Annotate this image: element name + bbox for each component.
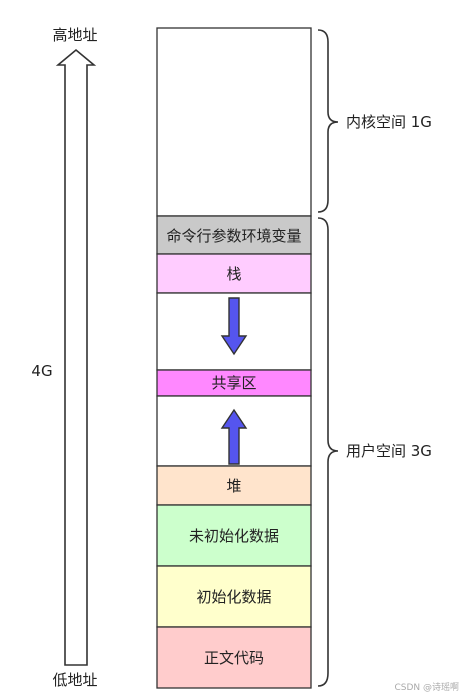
- down-arrow-icon: [220, 297, 248, 356]
- user-space-label: 用户空间 3G: [346, 442, 432, 460]
- kernel-brace-icon: [317, 29, 339, 213]
- segment-stack: [156, 253, 312, 294]
- high-address-label: 高地址: [52, 26, 97, 44]
- segment-kernel: [156, 27, 312, 217]
- segment-bss-label: 未初始化数据: [189, 527, 279, 545]
- size-label: 4G: [31, 362, 52, 380]
- segment-env: [156, 215, 312, 255]
- segment-stack-label: 栈: [226, 265, 241, 283]
- segment-env-label: 命令行参数环境变量: [166, 227, 301, 245]
- up-arrow-icon: [220, 408, 248, 465]
- segment-text-label: 正文代码: [204, 649, 264, 667]
- memory-segments: [156, 27, 312, 689]
- segment-text: [156, 626, 312, 689]
- kernel-space-label: 内核空间 1G: [346, 113, 432, 131]
- segment-bss: [156, 504, 312, 567]
- segment-heap-label: 堆: [226, 477, 241, 495]
- watermark: CSDN @诗瑶啊: [394, 683, 459, 693]
- user-brace-icon: [317, 217, 339, 687]
- up-arrow-icon: [55, 48, 97, 666]
- low-address-label: 低地址: [52, 671, 97, 689]
- segment-data-label: 初始化数据: [196, 588, 271, 606]
- address-arrow: [55, 48, 97, 666]
- segment-shared-label: 共享区: [211, 374, 256, 392]
